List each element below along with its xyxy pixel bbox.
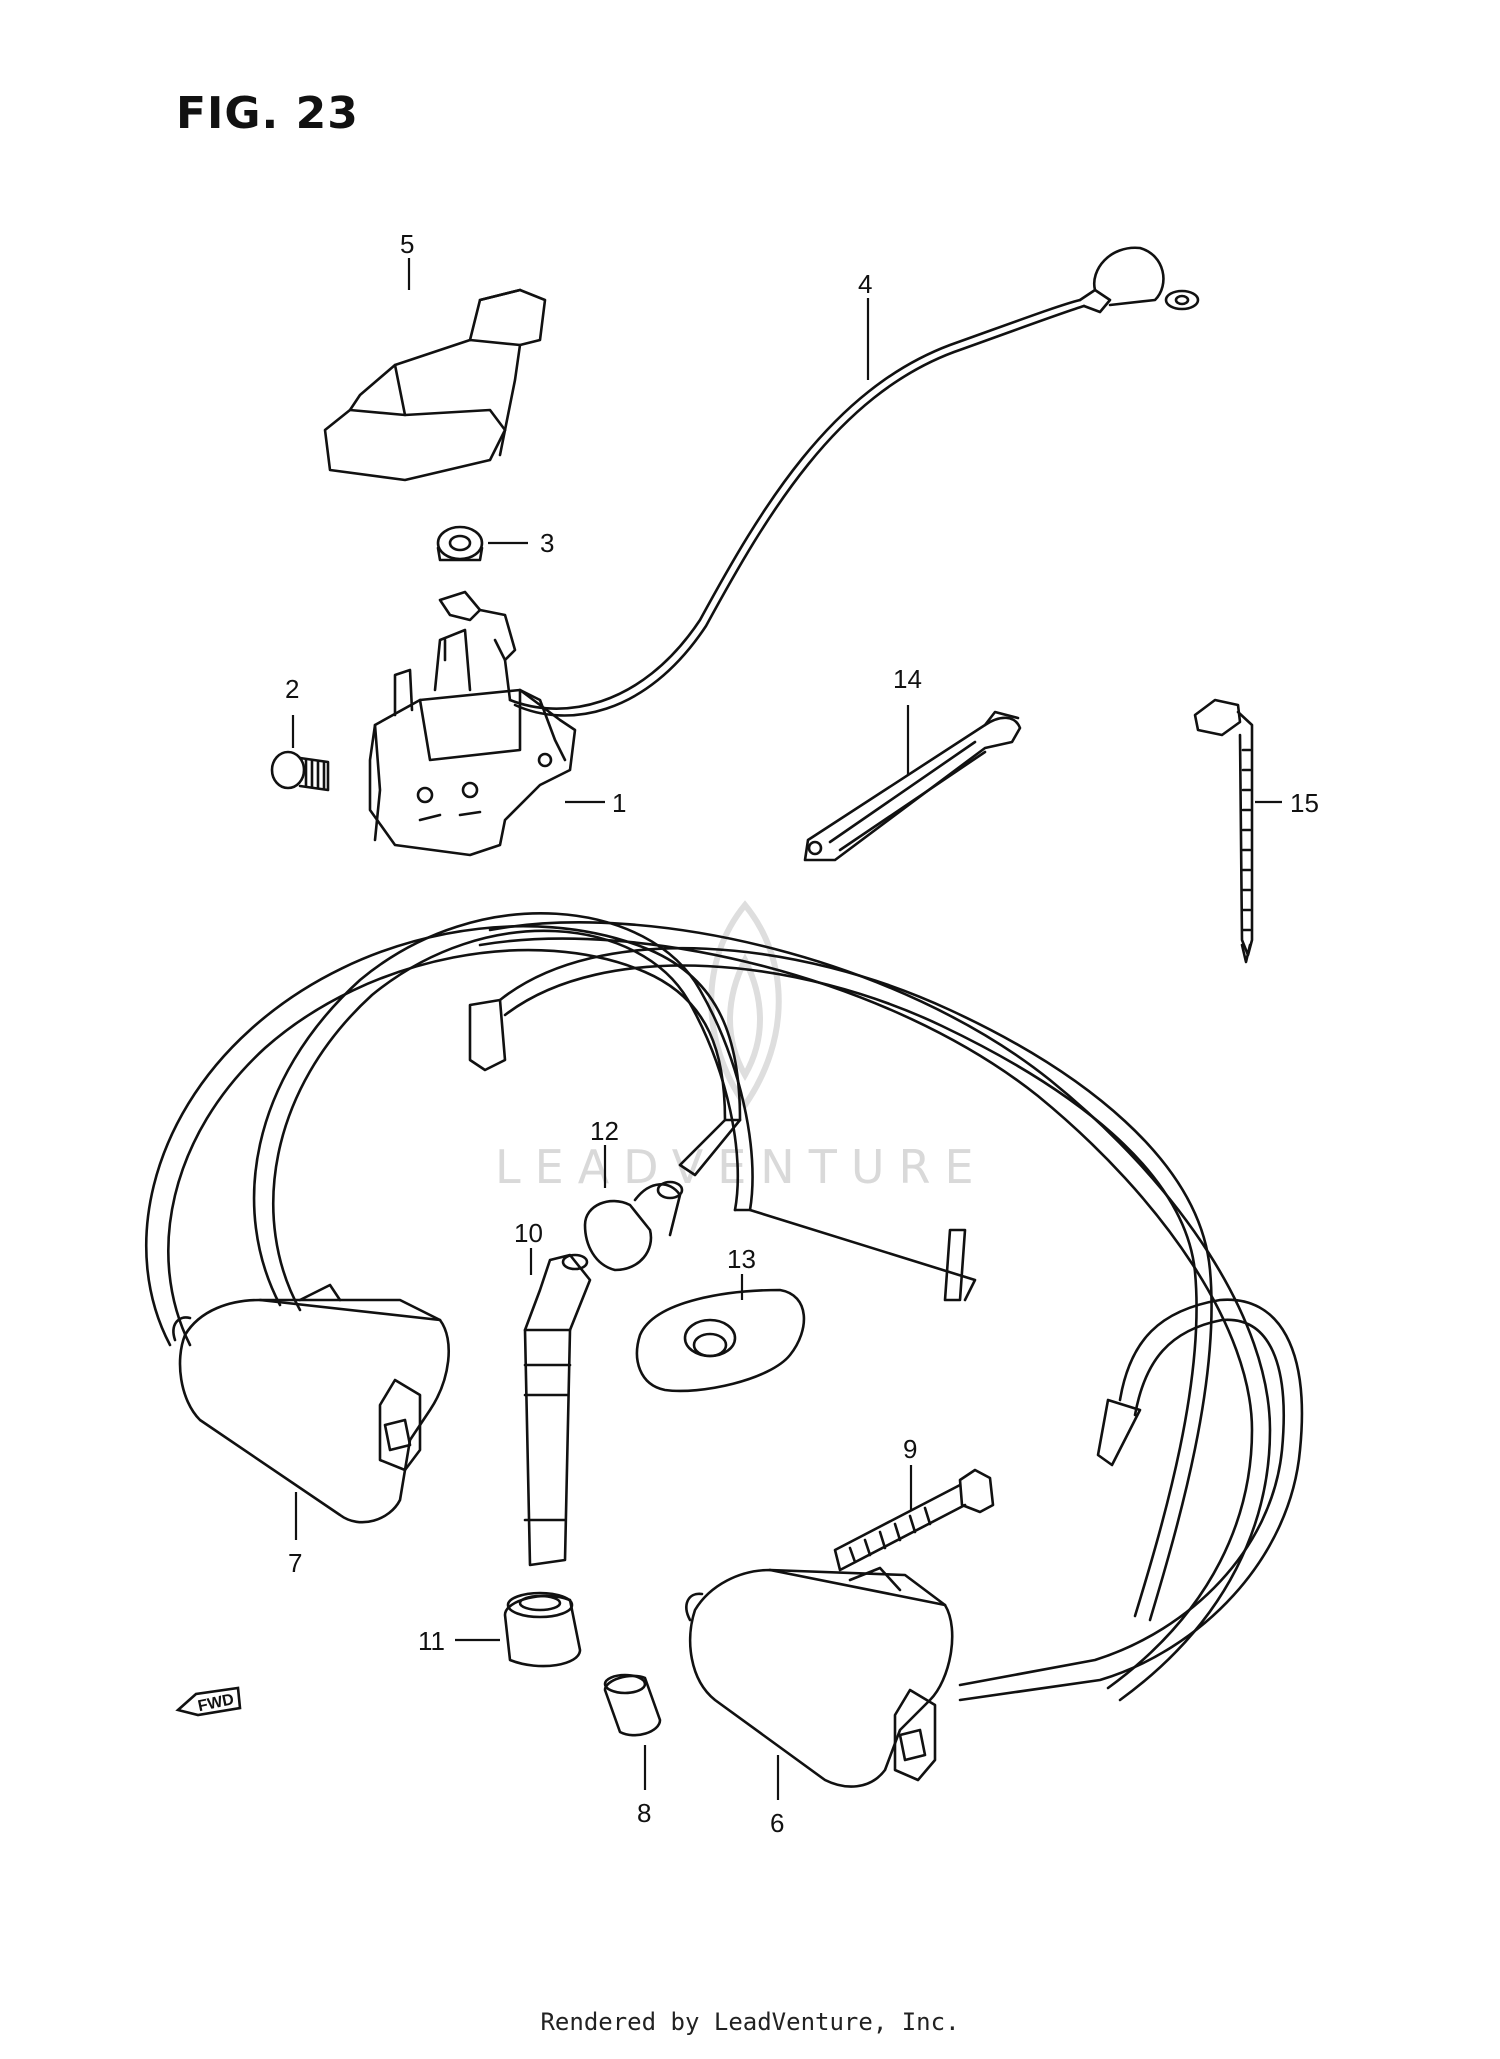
fwd-direction-badge: FWD xyxy=(175,1686,242,1717)
part-11-cap xyxy=(503,1591,582,1668)
callout-11: 11 xyxy=(418,1626,445,1656)
part-13-seal-plate xyxy=(635,1288,806,1393)
callout-4: 4 xyxy=(858,269,872,299)
callout-10: 10 xyxy=(514,1218,543,1248)
footer-credit: Rendered by LeadVenture, Inc. xyxy=(540,2008,960,2036)
ignition-leads-left xyxy=(145,912,977,1347)
callout-1: 1 xyxy=(612,788,626,818)
callouts: 5 3 4 2 1 14 15 12 10 13 9 7 11 8 6 xyxy=(285,229,1319,1838)
callout-3: 3 xyxy=(540,528,554,558)
callout-8: 8 xyxy=(637,1798,651,1828)
fwd-arrow-icon xyxy=(175,1686,242,1717)
part-2-bolt xyxy=(270,750,330,792)
part-9-bolt xyxy=(833,1468,995,1572)
figure-title: FIG. 23 xyxy=(176,88,359,139)
callout-6: 6 xyxy=(770,1808,784,1838)
callout-14: 14 xyxy=(893,664,922,694)
part-3-nut xyxy=(436,525,484,562)
leader-lines xyxy=(291,258,1282,1800)
callout-5: 5 xyxy=(400,229,414,259)
callout-2: 2 xyxy=(285,674,299,704)
callout-13: 13 xyxy=(727,1244,756,1274)
part-15-cable-tie xyxy=(1193,698,1254,964)
callout-12: 12 xyxy=(590,1116,619,1146)
fwd-label: FWD xyxy=(196,1691,235,1715)
callout-9: 9 xyxy=(903,1434,917,1464)
ignition-leads-right xyxy=(478,921,1304,1702)
part-14-bracket xyxy=(803,710,1022,862)
part-4-lead-wire xyxy=(508,246,1200,717)
part-12-grommet xyxy=(583,1180,684,1272)
part-6-ignition-coil xyxy=(685,1566,954,1788)
callout-7: 7 xyxy=(288,1548,302,1578)
watermark: LEADVENTURE xyxy=(495,900,988,1194)
watermark-text: LEADVENTURE xyxy=(495,1140,988,1194)
part-1-relay xyxy=(368,590,577,857)
part-5-cover xyxy=(323,288,547,482)
callout-15: 15 xyxy=(1290,788,1319,818)
part-8-sleeve xyxy=(603,1673,662,1737)
part-10-plug-cap xyxy=(523,1253,592,1567)
part-7-ignition-coil xyxy=(172,1283,450,1524)
